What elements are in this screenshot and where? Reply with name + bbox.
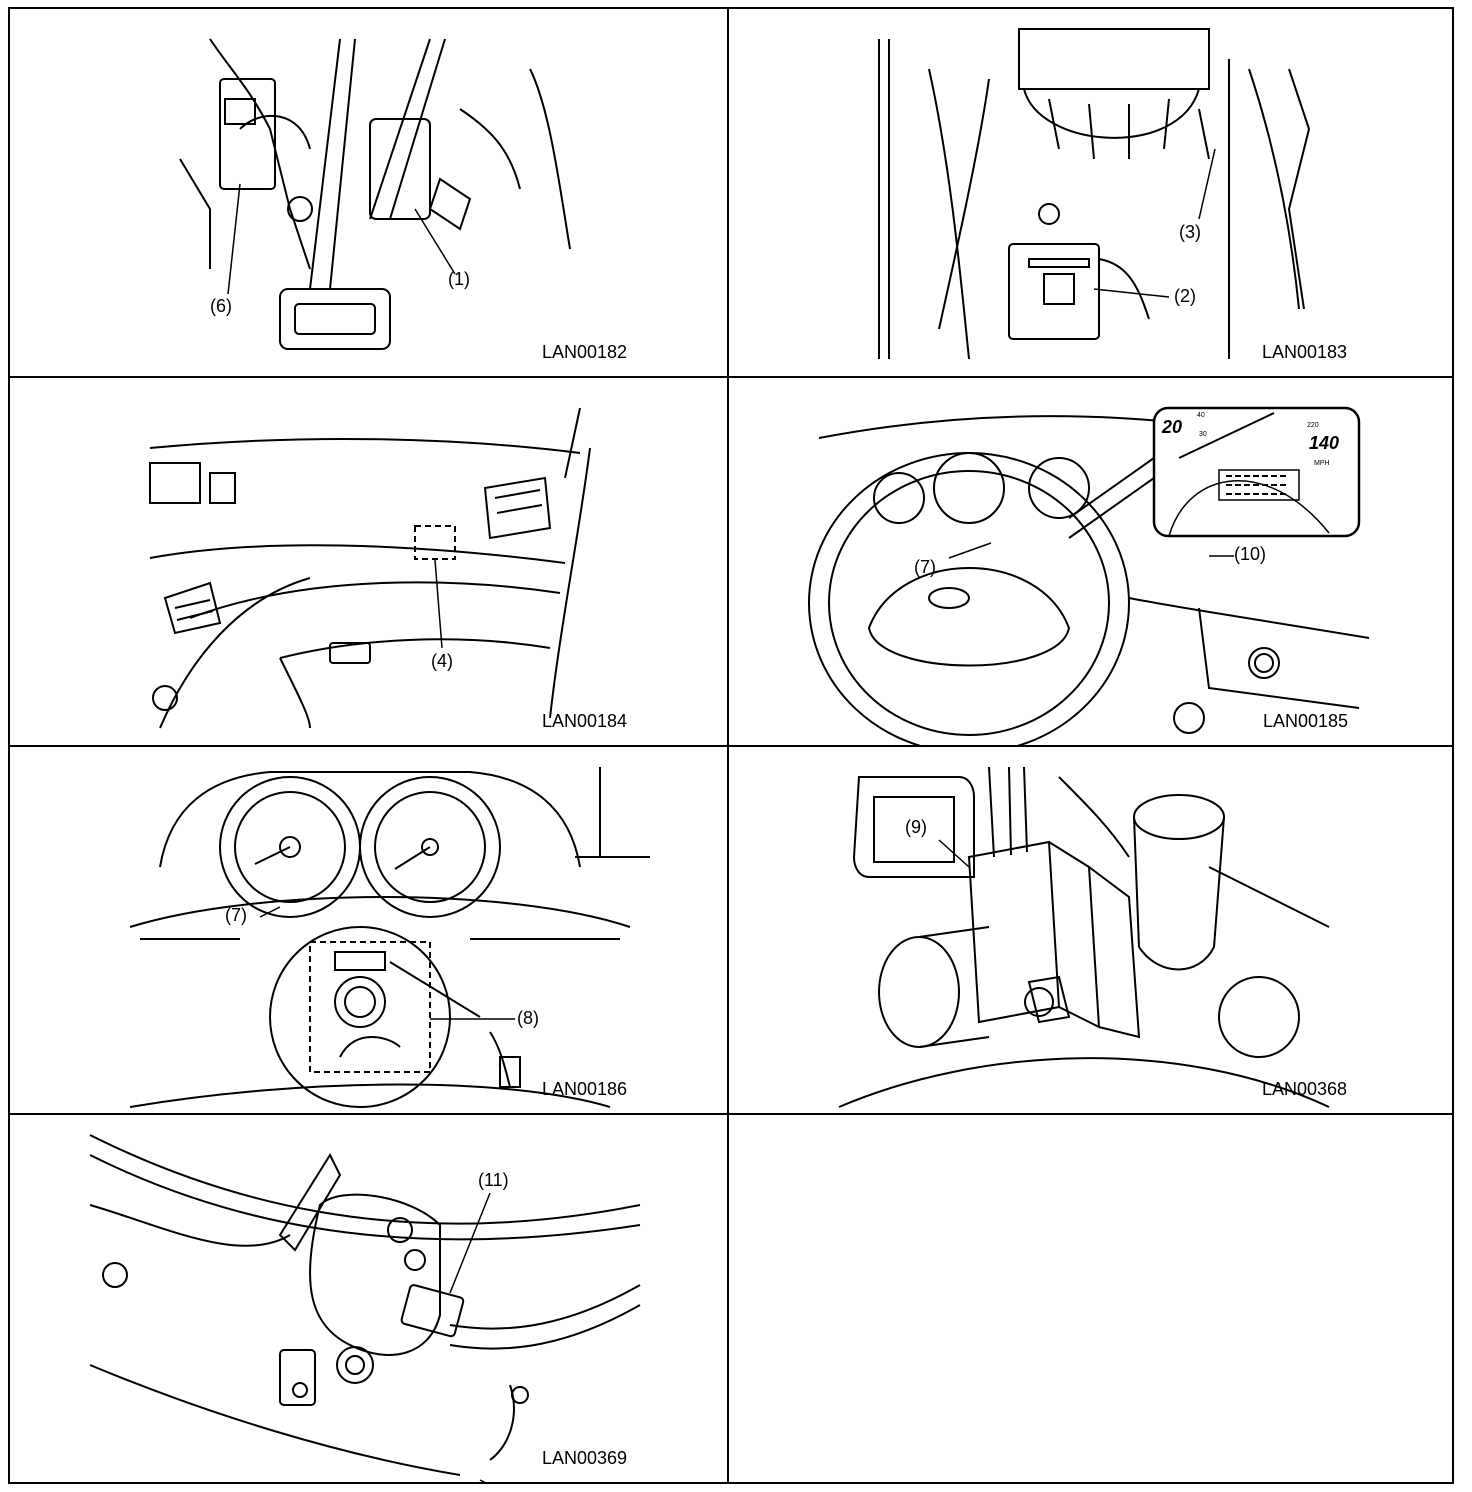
callout-6: (6)	[210, 296, 232, 316]
panel-lan00368: (9) LAN00368	[729, 747, 1452, 1113]
hydraulic-unit-illustration	[838, 766, 1330, 1108]
sensor-bracket-illustration	[89, 1134, 641, 1482]
figure-code: LAN00368	[1262, 1079, 1348, 1099]
panel-lan00186: (7) (8) LAN00186	[10, 747, 727, 1113]
panel-lan00369: (11) LAN00369	[10, 1115, 727, 1482]
figure-code: LAN00369	[542, 1448, 628, 1468]
under-dash-illustration	[878, 28, 1311, 360]
figure-code: LAN00185	[1263, 711, 1349, 731]
panel-lan00185: 20 140 40 30 220 MPH (7) (10) LAN00185	[729, 378, 1452, 745]
gauge-unit: MPH	[1314, 460, 1330, 467]
callout-7: (7)	[914, 557, 936, 577]
gauge-tick-c: 220	[1307, 422, 1319, 429]
panel-empty	[729, 1115, 1452, 1482]
figure-code: LAN00186	[542, 1079, 628, 1099]
figure-code: LAN00184	[542, 711, 628, 731]
instrument-cluster-illustration	[129, 767, 650, 1108]
callout-2: (2)	[1174, 286, 1196, 306]
callout-9: (9)	[905, 817, 927, 837]
callout-7: (7)	[225, 905, 247, 925]
gauge-tick-a: 40	[1197, 412, 1205, 419]
figure-grid: (6) (1) LAN00182	[8, 7, 1454, 1484]
dashboard-illustration	[149, 407, 591, 729]
panel-lan00183: (3) (2) LAN00183	[729, 9, 1452, 376]
panel-lan00182: (6) (1) LAN00182	[10, 9, 727, 376]
grid-divider-1	[10, 376, 1452, 378]
figure-code: LAN00182	[542, 342, 628, 362]
callout-11: (11)	[478, 1170, 509, 1190]
grid-divider-2	[10, 745, 1452, 747]
gauge-speed-high: 140	[1309, 433, 1340, 453]
callout-10: (10)	[1234, 544, 1267, 564]
gauge-tick-b: 30	[1199, 431, 1207, 438]
callout-4: (4)	[431, 651, 453, 671]
figure-code: LAN00183	[1262, 342, 1348, 362]
callout-3: (3)	[1179, 222, 1201, 242]
callout-8: (8)	[517, 1008, 539, 1028]
gauge-speed-low: 20	[1162, 417, 1183, 437]
steering-wheel-illustration	[808, 406, 1370, 745]
callout-1: (1)	[448, 269, 470, 289]
pedal-area-illustration	[179, 38, 571, 350]
grid-divider-3	[10, 1113, 1452, 1115]
panel-lan00184: (4) LAN00184	[10, 378, 727, 745]
